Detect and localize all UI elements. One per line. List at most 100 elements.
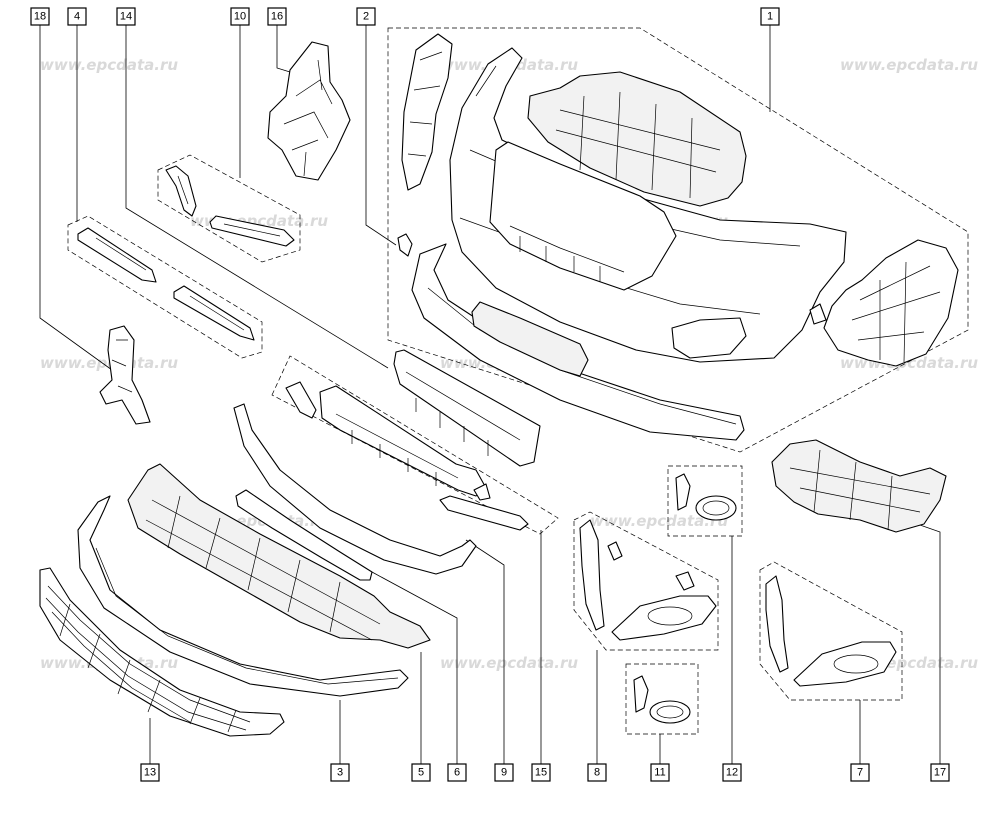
callout-number: 6 (454, 767, 460, 779)
leader-line (371, 571, 458, 765)
part-12-lens (695, 495, 737, 521)
assembly-outline-10 (157, 154, 301, 263)
part-18-bracket (99, 325, 151, 425)
part-17-shape (771, 439, 947, 533)
bumper-upper-carrier (527, 71, 747, 207)
part-8-bezel-opening (647, 606, 693, 626)
part-11-lens (649, 700, 691, 724)
leader-line (276, 22, 291, 73)
callout-number: 18 (34, 11, 46, 23)
callout-10: 10 (230, 7, 250, 26)
callout-8: 8 (587, 763, 607, 782)
part-15-lower-rail (439, 495, 529, 531)
part-2-clip (397, 233, 413, 257)
callout-number: 1 (767, 11, 773, 23)
assembly-outline-8 (573, 511, 719, 651)
part-17-detail (789, 449, 931, 531)
part-7-bezel-opening (833, 654, 879, 674)
callout-number: 7 (857, 767, 863, 779)
part-4-left-strip (77, 227, 157, 283)
part-6-strip (235, 489, 373, 581)
part-11-lens-inner (656, 705, 684, 719)
part-4-brackets (77, 227, 255, 341)
part-3-strip (77, 495, 409, 697)
part-16-shape (267, 41, 351, 181)
part-8-bracket (579, 519, 605, 631)
callout-2: 2 (356, 7, 376, 26)
callout-labels: 18 4 14 10 16 2 1 13 3 5 6 9 15 8 11 12 … (30, 7, 950, 782)
leader-line (899, 517, 941, 765)
callout-number: 14 (120, 11, 132, 23)
part-16-bracket (267, 41, 351, 181)
bumper-grille-detail (509, 225, 625, 282)
assembly-outline-7 (759, 561, 903, 701)
watermark-text: www.epcdata.ru (440, 654, 578, 672)
callout-number: 11 (654, 767, 665, 779)
part-10-trims (165, 165, 295, 247)
callout-number: 15 (535, 767, 547, 779)
part-11-foglamp (633, 675, 691, 724)
callout-15: 15 (531, 763, 551, 782)
part-18-shape (99, 325, 151, 425)
callout-number: 5 (418, 767, 424, 779)
part-14-strip (393, 349, 541, 467)
part-18-detail (111, 339, 133, 393)
callout-number: 17 (934, 767, 946, 779)
callout-6: 6 (447, 763, 467, 782)
part-15-left-piece (285, 381, 317, 419)
callout-number: 13 (144, 767, 156, 779)
assembly-outline-12 (667, 465, 743, 537)
part-1-bumper-assembly (401, 33, 959, 441)
callout-number: 2 (363, 11, 369, 23)
part-15-grille-frame (285, 381, 529, 531)
part-4-right-strip (173, 285, 255, 341)
bumper-right-tab (809, 303, 827, 325)
bumper-left-bracket-detail (407, 51, 443, 157)
part-13-slat (45, 597, 247, 731)
bumper-grille-panel (489, 141, 677, 291)
callout-1: 1 (760, 7, 780, 26)
callout-11: 11 (650, 763, 670, 782)
bumper-right-bracket-detail (851, 261, 941, 363)
part-5-shape (127, 463, 431, 649)
callout-18: 18 (30, 7, 50, 26)
part-8-fog-bezel (579, 519, 717, 641)
bumper-right-bracket (823, 239, 959, 367)
part-3-shape (77, 495, 409, 697)
part-15-detail (335, 413, 459, 486)
callout-number: 16 (271, 11, 283, 23)
part-10-lower-trim (209, 215, 295, 247)
callout-7: 7 (850, 763, 870, 782)
part-8-clip (607, 541, 623, 561)
part-13-slat (47, 585, 251, 723)
part-13-shape (39, 567, 285, 737)
callout-16: 16 (267, 7, 287, 26)
callout-12: 12 (722, 763, 742, 782)
assembly-outline-4 (67, 215, 263, 359)
bumper-lower-strip (411, 243, 745, 441)
callout-9: 9 (494, 763, 514, 782)
part-16-detail (283, 59, 333, 177)
part-17-bracket (771, 439, 947, 533)
part-13-slat (51, 611, 191, 723)
callout-3: 3 (330, 763, 350, 782)
watermark-text: www.epcdata.ru (840, 56, 978, 74)
part-5-detail (145, 495, 381, 641)
assembly-outline-11 (625, 663, 699, 735)
callout-17: 17 (930, 763, 950, 782)
leader-line (365, 22, 397, 246)
callout-14: 14 (116, 7, 136, 26)
part-13-rib (59, 603, 237, 733)
callout-number: 3 (337, 767, 343, 779)
part-8-clip-small (675, 571, 695, 591)
bumper-left-bracket (401, 33, 453, 191)
callout-number: 8 (594, 767, 600, 779)
bumper-foglamp-opening (671, 317, 747, 359)
callout-4: 4 (67, 7, 87, 26)
leader-line (465, 539, 505, 765)
part-12-bracket (675, 473, 691, 511)
watermark-text: www.epcdata.ru (40, 56, 178, 74)
leader-line (125, 22, 389, 369)
callout-number: 10 (234, 11, 246, 23)
